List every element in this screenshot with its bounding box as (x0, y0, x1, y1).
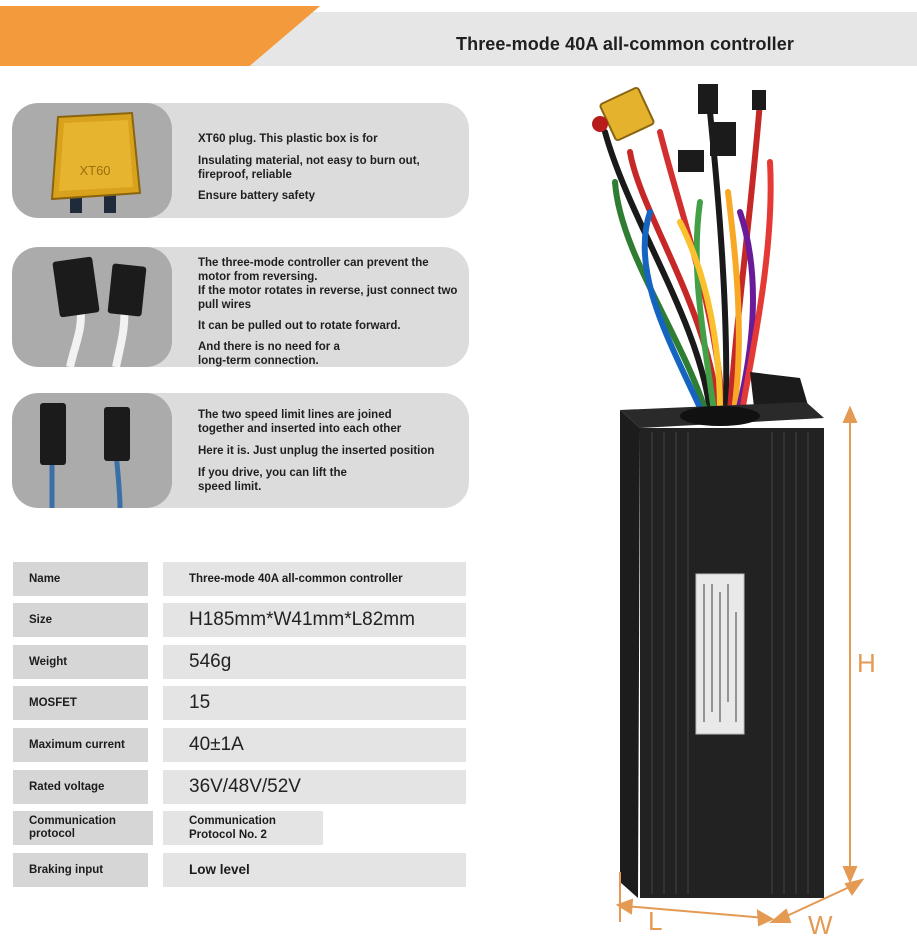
spec-value: 15 (163, 686, 466, 720)
feature-line: XT60 plug. This plastic box is for (198, 133, 378, 145)
spec-label: Rated voltage (13, 770, 148, 804)
spec-row-max-current: Maximum current 40±1A (13, 728, 466, 762)
spec-row-protocol: Communication protocol Communication Pro… (13, 811, 466, 845)
page-title: Three-mode 40A all-common controller (456, 34, 794, 54)
spec-label: Weight (13, 645, 148, 679)
dimension-width-label: W (808, 910, 833, 940)
reverse-connector-image (12, 247, 172, 367)
feature-line: Insulating material, not easy to burn ou… (198, 155, 420, 181)
spec-label: Name (13, 562, 148, 596)
feature-line: If the motor rotates in reverse, just co… (198, 285, 458, 311)
spec-label: Communication protocol (13, 811, 153, 845)
controller-illustration (592, 84, 865, 927)
connector-pair-icon (52, 256, 147, 367)
feature-line: Here it is. Just unplug the inserted pos… (198, 445, 435, 457)
header-banner: Three-mode 40A all-common controller (0, 6, 917, 66)
speed-limit-connector-image (12, 393, 172, 508)
feature-card-reverse: The three-mode controller can prevent th… (12, 247, 469, 367)
feature-text-xt60: XT60 plug. This plastic box is for Insul… (198, 132, 448, 203)
spec-label: Braking input (13, 853, 148, 887)
spec-value: Three-mode 40A all-common controller (163, 562, 466, 596)
spec-value: 546g (163, 645, 466, 679)
dimension-height-label: H (857, 648, 876, 678)
svg-text:XT60: XT60 (79, 163, 110, 178)
spec-label: MOSFET (13, 686, 148, 720)
spec-label: Size (13, 603, 148, 637)
xt60-plug-image: XT60 (12, 103, 172, 218)
spec-row-mosfet: MOSFET 15 (13, 686, 466, 720)
spec-row-braking: Braking input Low level (13, 853, 466, 887)
xt60-plug-icon: XT60 (50, 111, 142, 213)
spec-label: Maximum current (13, 728, 148, 762)
feature-card-speed-limit: The two speed limit lines are joined tog… (12, 393, 469, 508)
feature-line: If you drive, you can lift the speed lim… (198, 467, 347, 493)
spec-row-rated-voltage: Rated voltage 36V/48V/52V (13, 770, 466, 804)
feature-line: The two speed limit lines are joined tog… (198, 409, 402, 435)
spec-value: 40±1A (163, 728, 466, 762)
feature-line: The three-mode controller can prevent th… (198, 257, 429, 283)
feature-line: Ensure battery safety (198, 190, 315, 202)
speed-limit-connector-icon (40, 403, 130, 508)
spec-row-size: Size H185mm*W41mm*L82mm (13, 603, 466, 637)
spec-value: H185mm*W41mm*L82mm (163, 603, 466, 637)
feature-card-xt60: XT60 XT60 plug. This plastic box is for … (12, 103, 469, 218)
spec-value: 36V/48V/52V (163, 770, 466, 804)
feature-line: It can be pulled out to rotate forward. (198, 320, 401, 332)
dimension-length-label: L (648, 906, 663, 936)
feature-line: And there is no need for a long-term con… (198, 341, 340, 367)
spec-value: Communication Protocol No. 2 (163, 811, 323, 845)
feature-text-reverse: The three-mode controller can prevent th… (198, 256, 469, 367)
feature-text-speed-limit: The two speed limit lines are joined tog… (198, 408, 434, 494)
spec-value: Low level (163, 853, 466, 887)
spec-row-weight: Weight 546g (13, 645, 466, 679)
spec-row-name: Name Three-mode 40A all-common controlle… (13, 562, 466, 596)
